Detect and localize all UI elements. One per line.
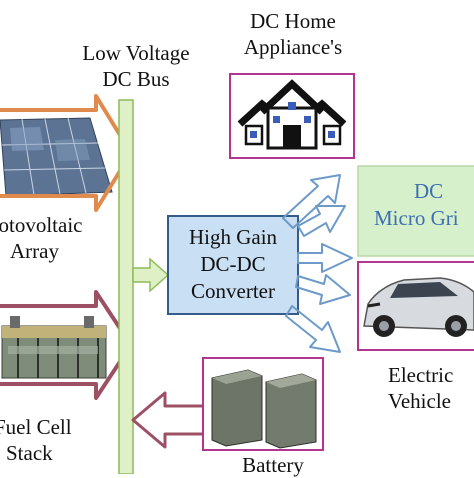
fuel-cell-label-line2: Stack: [6, 441, 53, 465]
micro-grid-box: [357, 165, 474, 257]
dc-bus-bar: [118, 99, 134, 474]
ev-label: Electric Vehicle: [388, 362, 474, 414]
output-arrow-ev: [285, 305, 341, 353]
output-arrow-grid-upper: [297, 205, 346, 237]
output-arrow-home: [282, 174, 341, 229]
output-arrow-ev-upper: [295, 274, 351, 305]
battery-label: Battery: [228, 452, 318, 478]
house-body-icon: [244, 102, 342, 150]
bus-to-converter-arrow: [132, 257, 170, 293]
car-image: [363, 277, 474, 337]
pv-array-label-line2: Array: [10, 239, 59, 263]
fuel-cell-label-line1: Fuel Cell: [0, 415, 72, 439]
battery-image: [211, 369, 317, 449]
output-arrow-grid: [297, 243, 353, 273]
dc-bus-label-line1: Low Voltage: [82, 41, 190, 65]
battery-label-text: Battery: [242, 453, 304, 477]
converter-label-line3: Converter: [191, 279, 275, 303]
dc-bus-label: Low Voltage DC Bus: [66, 40, 206, 92]
pv-array-label: hotovoltaic Array: [0, 212, 108, 264]
fuel-cell-image: [1, 316, 107, 379]
pv-array-label-line1: hotovoltaic: [0, 213, 83, 237]
converter-label: High Gain DC-DC Converter: [168, 224, 298, 305]
micro-grid-label-line2: Micro Gri: [374, 206, 459, 230]
micro-grid-label-line1: DC: [414, 179, 444, 203]
converter-label-line2: DC-DC: [200, 252, 266, 276]
battery-arrow: [131, 391, 212, 449]
ev-label-line2: Vehicle: [388, 389, 451, 413]
fuel-cell-label: Fuel Cell Stack: [0, 414, 94, 466]
home-appliance-label-line2: Appliance's: [243, 35, 343, 59]
ev-label-line1: Electric: [388, 363, 454, 387]
solar-panel-image: [0, 117, 113, 197]
converter-label-line1: High Gain: [188, 225, 278, 249]
micro-grid-label: DC Micro Gri: [374, 178, 474, 232]
home-appliance-label-line1: DC Home: [250, 9, 336, 33]
dc-bus-label-line2: DC Bus: [102, 67, 170, 91]
home-appliance-label: DC Home Appliance's: [226, 8, 360, 60]
converter-box: [167, 215, 299, 315]
